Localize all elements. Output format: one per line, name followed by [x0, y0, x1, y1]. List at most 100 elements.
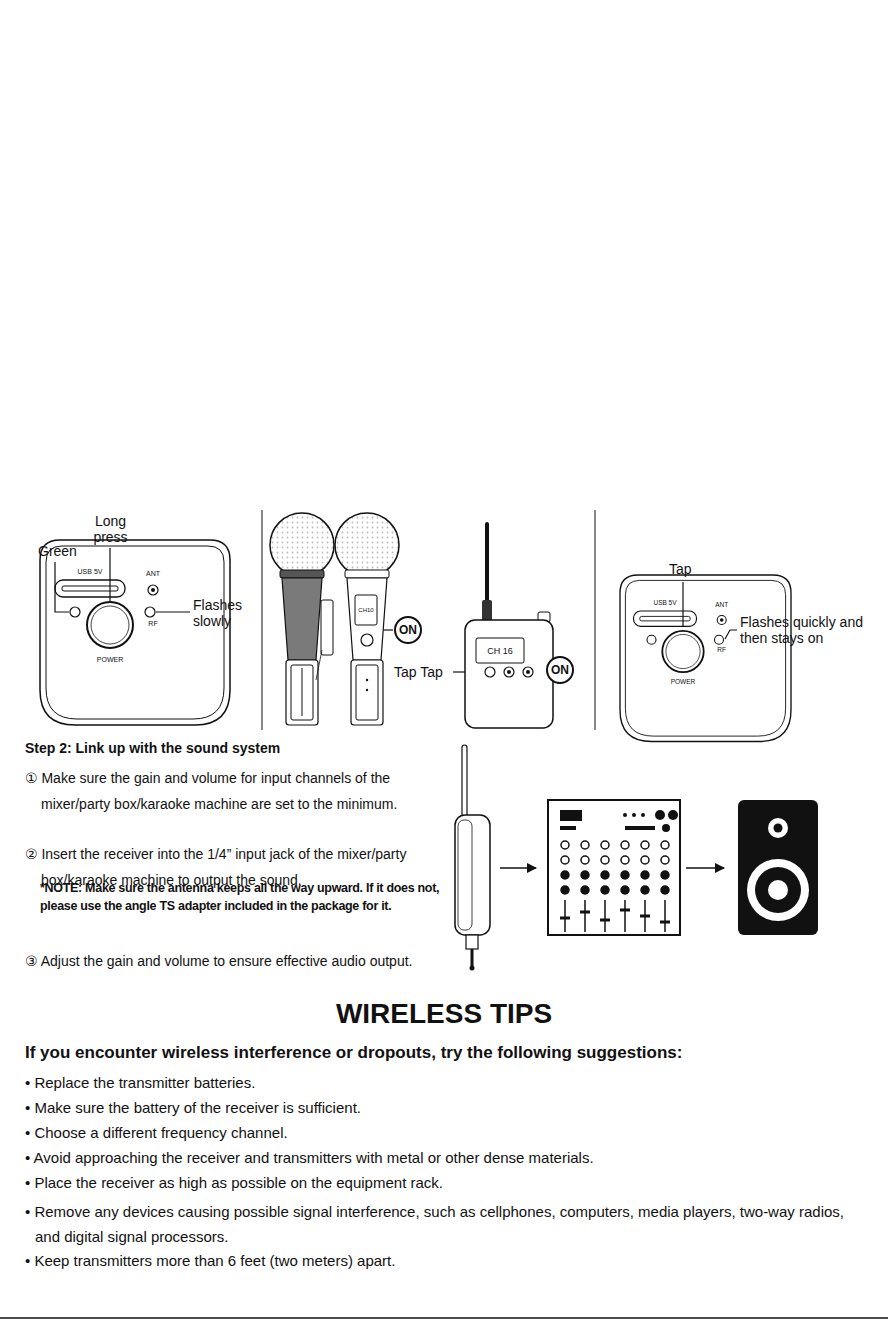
mixer — [623, 813, 627, 817]
plug-in-receiver — [462, 745, 467, 817]
mixer — [561, 886, 569, 894]
bodypack-transmitter — [485, 522, 489, 604]
handheld-mic-left — [321, 600, 333, 655]
step-item: ① Make sure the gain and volume for inpu… — [25, 765, 456, 817]
node-text: USB 5V — [78, 568, 103, 575]
receiver-panel: USB 5VANTRFPOWER — [620, 575, 791, 742]
mixer — [664, 900, 666, 932]
mixer — [660, 921, 670, 924]
mixer — [655, 810, 665, 820]
mixer — [621, 886, 629, 894]
tip-item: • Keep transmitters more than 6 feet (tw… — [25, 1252, 865, 1270]
mixer — [560, 810, 582, 821]
mixer — [621, 871, 629, 879]
bodypack-transmitter — [485, 667, 495, 677]
step-heading: Step 2: Link up with the sound system — [25, 740, 280, 757]
handheld-mic-left — [270, 513, 334, 725]
plug-in-receiver — [455, 745, 490, 971]
handheld-mic-right — [366, 679, 368, 681]
tip-item: • Replace the transmitter batteries. — [25, 1074, 865, 1092]
tip-item: • Make sure the battery of the receiver … — [25, 1099, 865, 1117]
mixer — [662, 824, 670, 832]
mixer — [661, 886, 669, 894]
handheld-mic-left — [270, 513, 334, 577]
lcd-display: CH10 — [356, 596, 376, 624]
handheld-mic-left — [302, 668, 303, 716]
node-text: POWER — [671, 679, 696, 686]
node-text: ANT — [715, 601, 728, 608]
handheld-mic-left — [282, 578, 322, 660]
node-text: POWER — [97, 656, 123, 663]
handheld-mic-right — [356, 665, 378, 720]
mixer — [641, 841, 649, 849]
bodypack-transmitter — [465, 522, 553, 728]
mixer — [561, 871, 569, 879]
node-text: RF — [148, 620, 157, 627]
mixer — [661, 871, 669, 879]
lcd-display: CH 16 — [476, 638, 524, 663]
mixer — [661, 841, 669, 849]
mixer — [625, 826, 655, 830]
node-text: RF — [717, 646, 726, 653]
mixer — [601, 871, 609, 879]
plug-in-receiver — [455, 815, 490, 935]
mixer — [640, 915, 650, 918]
handheld-mic-right — [335, 513, 399, 725]
handheld-mic-left — [286, 660, 318, 725]
mixer — [560, 917, 570, 920]
handheld-mic-left — [280, 570, 324, 578]
handheld-mic-right — [335, 513, 399, 577]
mixer — [641, 856, 649, 864]
step-item: ③ Adjust the gain and volume to ensure e… — [25, 953, 450, 970]
callout-label: Flashes quickly and then stays on — [740, 614, 880, 646]
speaker — [768, 818, 788, 838]
bodypack-transmitter — [476, 638, 524, 663]
mixer — [561, 841, 569, 849]
on-badge: ON — [546, 656, 574, 684]
mixer — [621, 856, 629, 864]
bodypack-transmitter — [526, 670, 530, 674]
mixer — [581, 856, 589, 864]
tip-item: • Avoid approaching the receiver and tra… — [25, 1149, 865, 1167]
tip-item: • Place the receiver as high as possible… — [25, 1174, 865, 1192]
mixer — [584, 900, 586, 932]
speaker — [774, 824, 783, 833]
handheld-mic-right — [361, 634, 373, 646]
node-text: ON — [551, 664, 569, 676]
speaker — [755, 867, 801, 913]
mixer — [601, 886, 609, 894]
mixer — [621, 841, 629, 849]
bodypack-transmitter — [504, 667, 514, 677]
speaker — [747, 859, 809, 921]
speaker — [768, 880, 788, 900]
handheld-mic-right — [347, 578, 387, 660]
handheld-mic-right — [351, 660, 383, 725]
signal-arrows — [500, 867, 536, 869]
tip-item: • Remove any devices causing possible si… — [25, 1199, 860, 1249]
leader-lines — [682, 582, 683, 627]
node-text: CH10 — [358, 607, 373, 613]
mixer — [604, 900, 606, 932]
plug-in-receiver — [458, 820, 472, 930]
leader-lines — [55, 548, 737, 672]
node-text: ON — [399, 624, 417, 636]
mixer — [564, 900, 566, 932]
node-text: ANT — [146, 570, 160, 577]
leader-lines — [55, 562, 69, 612]
callout-label: Tap — [669, 561, 692, 578]
receiver-panel-right — [620, 575, 791, 742]
mixer — [581, 871, 589, 879]
leader-lines — [109, 548, 110, 601]
callout-label: Tap Tap — [394, 664, 443, 681]
mixer — [661, 856, 669, 864]
section-title: WIRELESS TIPS — [0, 997, 888, 1031]
handheld-mic-left — [291, 665, 313, 720]
mixer — [560, 826, 576, 830]
callout-label: Flashes slowly — [193, 597, 255, 629]
mixer — [668, 810, 678, 820]
mixer — [580, 911, 590, 914]
mixer — [624, 900, 626, 932]
mixer — [601, 856, 609, 864]
mixer — [641, 813, 645, 817]
